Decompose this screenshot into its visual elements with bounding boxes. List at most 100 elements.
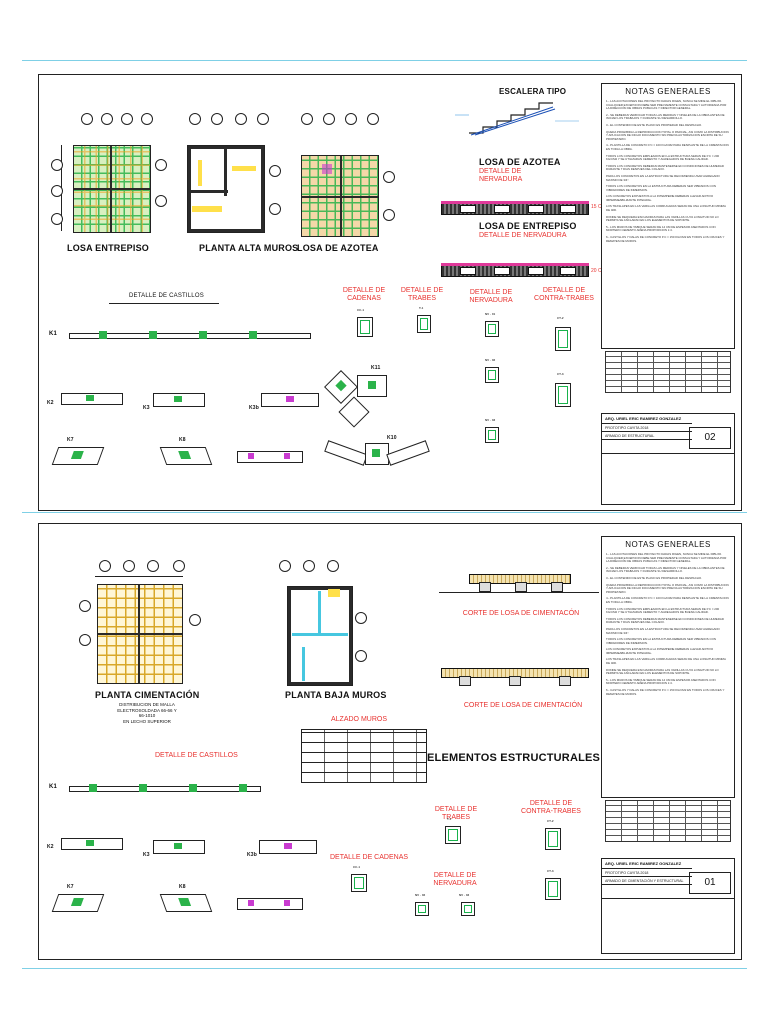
castillo-k10-detail: [386, 440, 430, 466]
castillo-k11-detail: [357, 375, 387, 397]
castillo-marker: [89, 784, 97, 792]
castillo-marker: [199, 331, 207, 339]
section-label: CC-1: [353, 865, 361, 869]
note-item: LOS CONCRETOS EXPUESTOS A LA INTEMPERIE …: [606, 647, 714, 655]
castillo-marker: [249, 331, 257, 339]
castillo-label: K3: [143, 852, 150, 858]
losa-azotea-section-title: LOSA DE AZOTEA: [479, 157, 561, 167]
drawing-sheet-01: PLANTA CIMENTACIÓN DISTRIBUCION DE MALLA…: [38, 523, 742, 960]
note-item: 3.- EL CONTENIDO DE ESTE PLANO ES PROPIE…: [606, 575, 702, 580]
note-item: QUEDA PROHIBIDA LA REPRODUCCION TOTAL O …: [606, 129, 729, 141]
detalle-nervadura-heading: DETALLE DE NERVADURA: [433, 872, 477, 887]
castillo-k2-detail: [61, 838, 123, 850]
axis-marker: [345, 113, 357, 125]
axis-marker: [355, 650, 367, 662]
slab-top-line: [441, 201, 589, 204]
malla-note: DISTRIBUCION DE MALLA ELECTROSOLDADA 66-…: [117, 702, 177, 724]
plan-title-losa-azotea: LOSA DE AZOTEA: [297, 243, 379, 253]
castillo-k7-detail: [51, 894, 105, 912]
wall-elevation: [301, 729, 427, 783]
project-name: PROTOTIPO CAYITA 2018: [602, 868, 692, 876]
note-item: LOS TRASLAPES EN LAS VARILLAS CORRUGADAS…: [606, 204, 726, 213]
section-label: NV - 02: [415, 893, 426, 897]
axis-marker: [211, 113, 223, 125]
axis-marker: [367, 113, 379, 125]
castillo-k10-detail: [324, 440, 368, 466]
section-label: NV - 03: [459, 893, 470, 897]
castillo-marker: [99, 331, 107, 339]
contratrabe-ct3-section: [545, 878, 561, 900]
section-label: CT-3: [547, 869, 554, 873]
notes-panel: NOTAS GENERALES 1.- LAS ACOTACIONES DEL …: [601, 83, 735, 349]
note-item: 3.- EL CONTENIDO DE ESTE PLANO ES PROPIE…: [606, 122, 702, 127]
axis-marker: [121, 113, 133, 125]
losa-azotea-section-subtitle: DETALLE DE NERVADURA: [479, 168, 523, 183]
cadena-cc1-section: [351, 874, 367, 892]
castillo-k8-detail: [159, 894, 213, 912]
castillo-k7-detail: [51, 447, 105, 465]
note-item: DONDE SE REQUIERA ESCUADRAS PARA LAS VAR…: [606, 667, 719, 676]
plan-losa-azotea: [301, 155, 379, 237]
losa-entrepiso-section-title: LOSA DE ENTREPISO: [479, 221, 577, 231]
castillo-label: K8: [179, 437, 186, 443]
foundation-beam: [509, 676, 521, 686]
note-item: TODOS LOS CONCRETOS EMPLEADOS EN LA ESTR…: [606, 153, 720, 162]
note-item: TODOS LOS CONCRETOS DEBERAN MANTENERSE E…: [606, 163, 724, 172]
castillo-k1-elevation: [69, 786, 261, 792]
section-label: NV - 01: [485, 312, 496, 316]
axis-marker: [79, 634, 91, 646]
slab-top-line: [441, 263, 589, 266]
axis-marker: [257, 113, 269, 125]
axis-marker: [323, 113, 335, 125]
note-item: 6.- CASTILLOS Y DALAS DE CONCRETO F'C = …: [606, 235, 725, 243]
note-item: TODOS LOS CONCRETOS DEBERAN MANTENERSE E…: [606, 616, 724, 625]
dimension-line: [95, 576, 183, 577]
castillo-k3b-detail: [261, 393, 319, 407]
plan-planta-alta-muros: [187, 145, 265, 233]
notes-title: NOTAS GENERALES: [625, 540, 711, 549]
axis-marker: [301, 113, 313, 125]
trabe-t1-section: [417, 315, 431, 333]
castillo-label: K11: [371, 365, 381, 371]
note-item: PARA LOS CONCRETOS EN LA ESTRUCTURA SE R…: [606, 173, 720, 182]
foundation-beam: [515, 582, 527, 592]
nervadura-nv02-section: [415, 902, 429, 916]
axis-marker: [189, 113, 201, 125]
axis-marker: [189, 614, 201, 626]
plan-title-planta-baja-muros: PLANTA BAJA MUROS: [285, 690, 387, 700]
axis-marker: [235, 113, 247, 125]
note-item: 6.- CASTILLOS Y DALAS DE CONCRETO F'C = …: [606, 688, 725, 696]
castillo-detail: [237, 451, 303, 463]
reinforcement-table: [605, 351, 731, 393]
corte-losa-cimentacion-title: CORTE DE LOSA DE CIMENTACÓN: [462, 610, 580, 617]
underline: [109, 303, 219, 304]
section-label: T-1: [419, 306, 424, 310]
axis-marker: [269, 203, 281, 215]
axis-marker: [355, 612, 367, 624]
castillo-label: K3: [143, 405, 150, 411]
section-label: CC-1: [357, 308, 365, 312]
detalle-trabes-heading: DETALLE DE TRABES: [400, 287, 444, 302]
axis-marker: [101, 113, 113, 125]
note-item: 2.- SE DEBERAN VERIFICAR TODAS LAS MEDID…: [606, 565, 725, 574]
foundation-beam: [459, 676, 471, 686]
axis-marker: [51, 213, 63, 225]
detalle-contratrabes-heading: DETALLE DE CONTRA-TRABES: [534, 287, 594, 302]
axis-marker: [123, 560, 135, 572]
axis-marker: [51, 159, 63, 171]
reinforcement-table: [605, 800, 731, 842]
plan-cimentacion: [97, 584, 183, 684]
castillo-label: K3b: [249, 405, 260, 411]
project-name: PROTOTIPO CAYITA 2018: [602, 423, 692, 431]
axis-marker: [383, 209, 395, 221]
note-item: LOS TRASLAPES EN LAS VARILLAS CORRUGADAS…: [606, 657, 726, 666]
detalle-cadenas-heading: DETALLE DE CADENAS: [329, 854, 409, 861]
axis-marker: [99, 560, 111, 572]
plan-title-cimentacion: PLANTA CIMENTACIÓN: [95, 690, 200, 700]
notes-panel: NOTAS GENERALES 1.- LAS ACOTACIONES DEL …: [601, 536, 735, 798]
note-item: QUEDA PROHIBIDA LA REPRODUCCION TOTAL O …: [606, 582, 729, 594]
axis-marker: [173, 560, 185, 572]
title-block: ARQ. URIEL ERIC RAMIREZ GONZALEZ PROTOTI…: [601, 413, 735, 505]
plan-losa-entrepiso: [73, 145, 151, 233]
nervadura-nv01-section: [485, 321, 499, 337]
